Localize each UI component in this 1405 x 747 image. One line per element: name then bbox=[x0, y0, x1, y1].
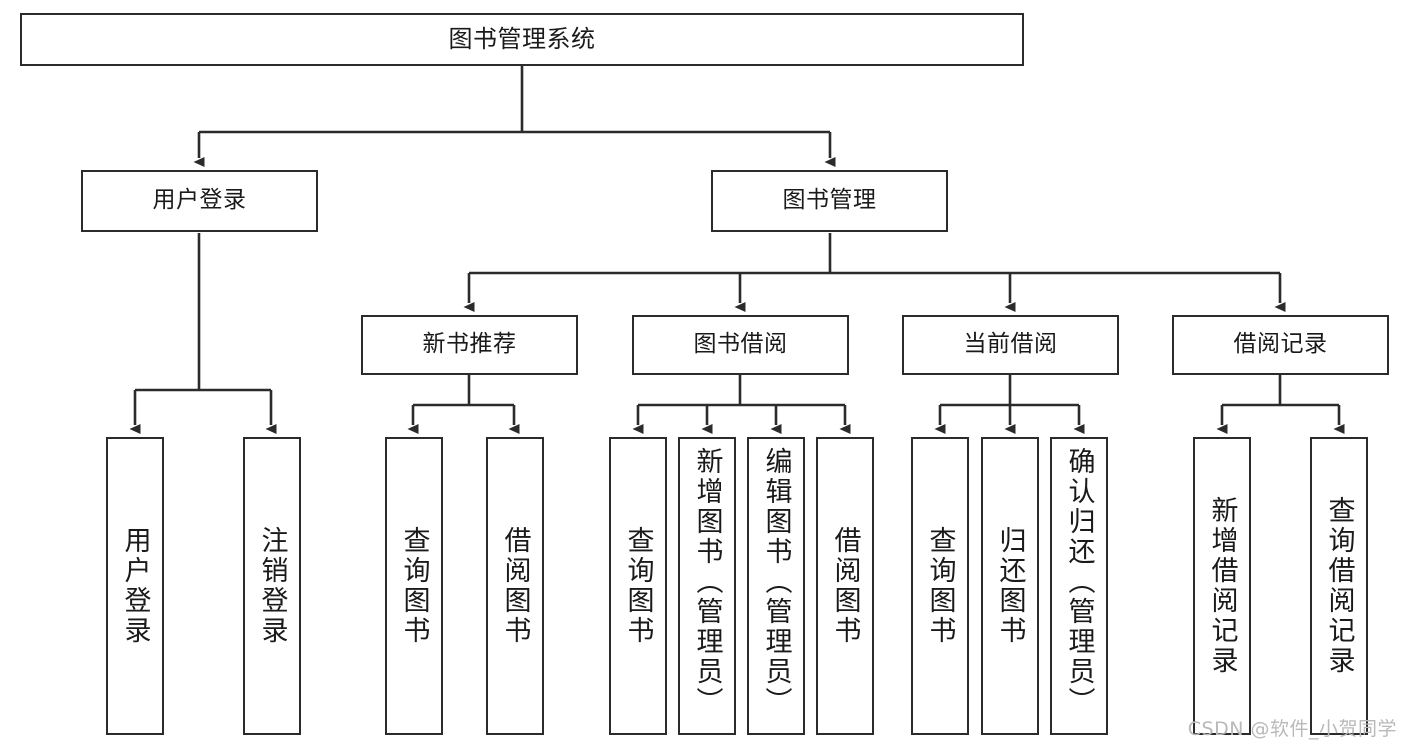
node-borrow-record[interactable]: 借阅记录 bbox=[1172, 315, 1389, 375]
leaf-record-add-record[interactable]: 新增借阅记录 bbox=[1193, 437, 1251, 735]
node-label: 借阅记录 bbox=[1233, 331, 1328, 358]
node-label: 用户登录 bbox=[119, 526, 151, 646]
node-label: 借阅图书 bbox=[829, 526, 861, 646]
node-label: 借阅图书 bbox=[499, 526, 531, 646]
node-new-book-recommend[interactable]: 新书推荐 bbox=[361, 315, 578, 375]
csdn-watermark: CSDN @软件_小贺同学 bbox=[1187, 718, 1397, 740]
leaf-recommend-query-book[interactable]: 查询图书 bbox=[385, 437, 443, 735]
leaf-borrow-add-book-admin[interactable]: 新增图书（管理员） bbox=[678, 437, 736, 735]
node-label: 查询借阅记录 bbox=[1323, 496, 1355, 676]
leaf-current-return-book[interactable]: 归还图书 bbox=[981, 437, 1039, 735]
node-label: 确认归还（管理员） bbox=[1063, 447, 1095, 717]
node-label: 图书管理系统 bbox=[448, 25, 596, 54]
leaf-borrow-borrow-book[interactable]: 借阅图书 bbox=[816, 437, 874, 735]
node-label: 归还图书 bbox=[994, 526, 1026, 646]
leaf-recommend-borrow-book[interactable]: 借阅图书 bbox=[486, 437, 544, 735]
node-label: 新书推荐 bbox=[422, 331, 517, 358]
node-label: 图书借阅 bbox=[693, 331, 788, 358]
node-label: 查询图书 bbox=[924, 526, 956, 646]
leaf-current-query-book[interactable]: 查询图书 bbox=[911, 437, 969, 735]
leaf-user-login-logout[interactable]: 注销登录 bbox=[243, 437, 301, 735]
leaf-user-login-login[interactable]: 用户登录 bbox=[106, 437, 164, 735]
node-label: 图书管理 bbox=[782, 187, 877, 214]
node-book-borrow[interactable]: 图书借阅 bbox=[632, 315, 849, 375]
node-label: 注销登录 bbox=[256, 526, 288, 646]
node-root-system[interactable]: 图书管理系统 bbox=[20, 13, 1024, 66]
leaf-record-query-record[interactable]: 查询借阅记录 bbox=[1310, 437, 1368, 735]
node-label: 新增图书（管理员） bbox=[691, 447, 723, 717]
leaf-borrow-edit-book-admin[interactable]: 编辑图书（管理员） bbox=[747, 437, 805, 735]
node-book-management[interactable]: 图书管理 bbox=[711, 170, 948, 232]
node-label: 查询图书 bbox=[398, 526, 430, 646]
node-label: 编辑图书（管理员） bbox=[760, 447, 792, 717]
node-label: 新增借阅记录 bbox=[1206, 496, 1238, 676]
leaf-borrow-query-book[interactable]: 查询图书 bbox=[609, 437, 667, 735]
node-label: 用户登录 bbox=[152, 187, 247, 214]
node-current-borrow[interactable]: 当前借阅 bbox=[902, 315, 1119, 375]
node-label: 查询图书 bbox=[622, 526, 654, 646]
leaf-current-confirm-return-admin[interactable]: 确认归还（管理员） bbox=[1050, 437, 1108, 735]
node-user-login[interactable]: 用户登录 bbox=[81, 170, 318, 232]
node-label: 当前借阅 bbox=[963, 331, 1058, 358]
